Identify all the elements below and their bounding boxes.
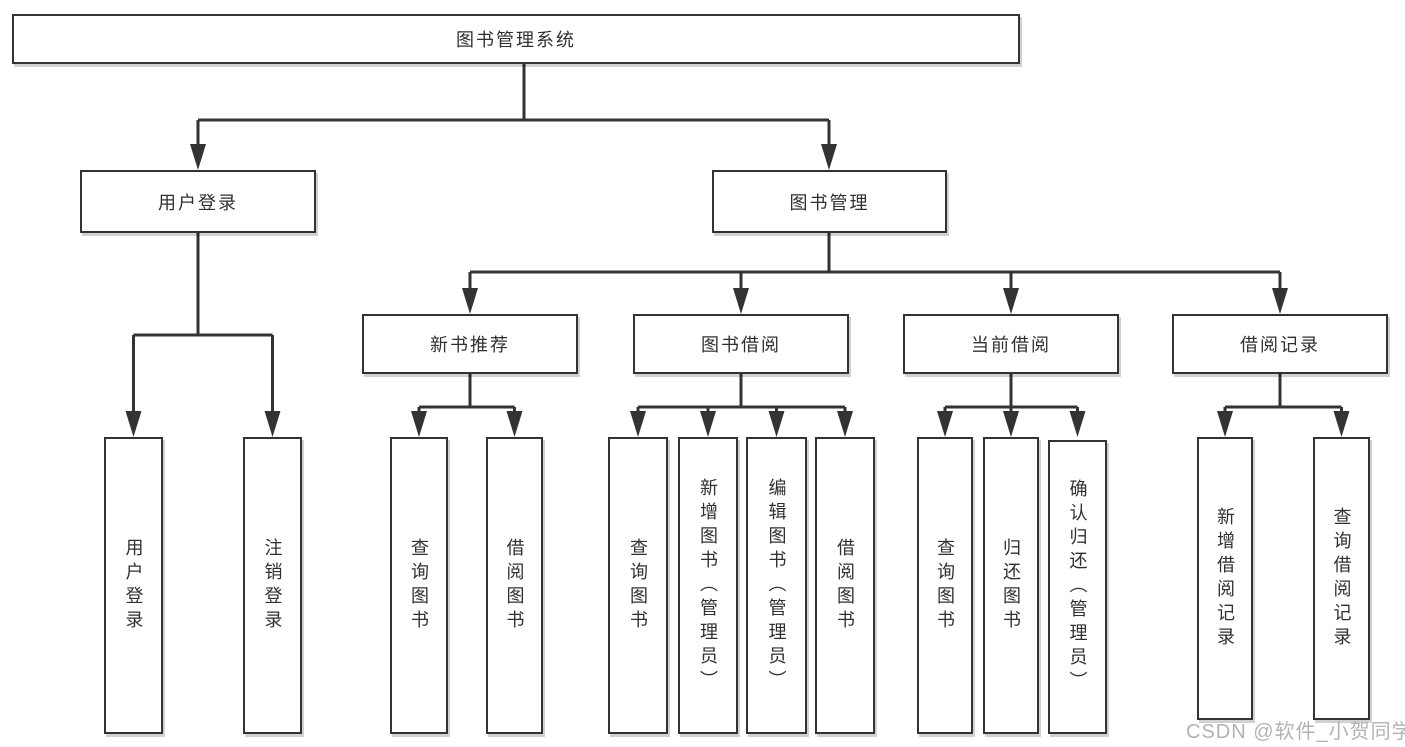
leaf-confirm-return-admin: 确认归还（管理员） xyxy=(1048,440,1107,734)
node-root-label: 图书管理系统 xyxy=(456,30,576,50)
csdn-watermark: CSDN @软件_小贺同学 xyxy=(1186,721,1405,743)
node-root: 图书管理系统 xyxy=(12,14,1020,64)
leaf-return-book: 归还图书 xyxy=(983,437,1039,734)
leaf-add-borrow-record-label: 新增借阅记录 xyxy=(1215,506,1235,651)
leaf-query-borrow-record: 查询借阅记录 xyxy=(1313,437,1370,720)
leaf-borrow-books-borrow: 借阅图书 xyxy=(815,437,875,734)
node-borrow-records: 借阅记录 xyxy=(1172,314,1388,374)
leaf-query-books-current: 查询图书 xyxy=(917,437,973,734)
node-current-borrow-label: 当前借阅 xyxy=(971,335,1051,355)
leaf-user-login-label: 用户登录 xyxy=(123,537,144,634)
leaf-add-borrow-record: 新增借阅记录 xyxy=(1197,437,1253,720)
leaf-add-book-admin-label: 新增图书（管理员） xyxy=(698,477,718,694)
node-book-borrow: 图书借阅 xyxy=(633,314,849,374)
node-book-management: 图书管理 xyxy=(712,170,947,233)
leaf-logout-label: 注销登录 xyxy=(262,537,283,634)
node-user-login: 用户登录 xyxy=(80,170,316,233)
node-new-book-recommend-label: 新书推荐 xyxy=(430,335,510,355)
leaf-edit-book-admin: 编辑图书（管理员） xyxy=(746,437,807,734)
leaf-return-book-label: 归还图书 xyxy=(1001,537,1021,634)
leaf-borrow-books-recommend-label: 借阅图书 xyxy=(504,537,525,634)
leaf-query-books-current-label: 查询图书 xyxy=(935,537,955,634)
leaf-query-books-borrow: 查询图书 xyxy=(608,437,668,734)
node-book-management-label: 图书管理 xyxy=(789,192,870,213)
leaf-edit-book-admin-label: 编辑图书（管理员） xyxy=(766,477,787,694)
node-borrow-records-label: 借阅记录 xyxy=(1240,335,1320,355)
leaf-borrow-books-recommend: 借阅图书 xyxy=(486,437,543,734)
leaf-query-books-borrow-label: 查询图书 xyxy=(628,537,648,634)
leaf-add-book-admin: 新增图书（管理员） xyxy=(678,437,738,734)
leaf-query-borrow-record-label: 查询借阅记录 xyxy=(1331,506,1352,651)
leaf-borrow-books-borrow-label: 借阅图书 xyxy=(835,537,855,634)
leaf-query-books-recommend-label: 查询图书 xyxy=(409,537,429,634)
node-current-borrow: 当前借阅 xyxy=(903,314,1119,374)
node-book-borrow-label: 图书借阅 xyxy=(701,335,781,355)
leaf-confirm-return-admin-label: 确认归还（管理员） xyxy=(1067,479,1088,695)
leaf-query-books-recommend: 查询图书 xyxy=(390,437,448,734)
node-user-login-label: 用户登录 xyxy=(158,192,238,213)
leaf-logout: 注销登录 xyxy=(243,437,302,734)
node-new-book-recommend: 新书推荐 xyxy=(362,314,578,374)
leaf-user-login: 用户登录 xyxy=(104,437,163,734)
